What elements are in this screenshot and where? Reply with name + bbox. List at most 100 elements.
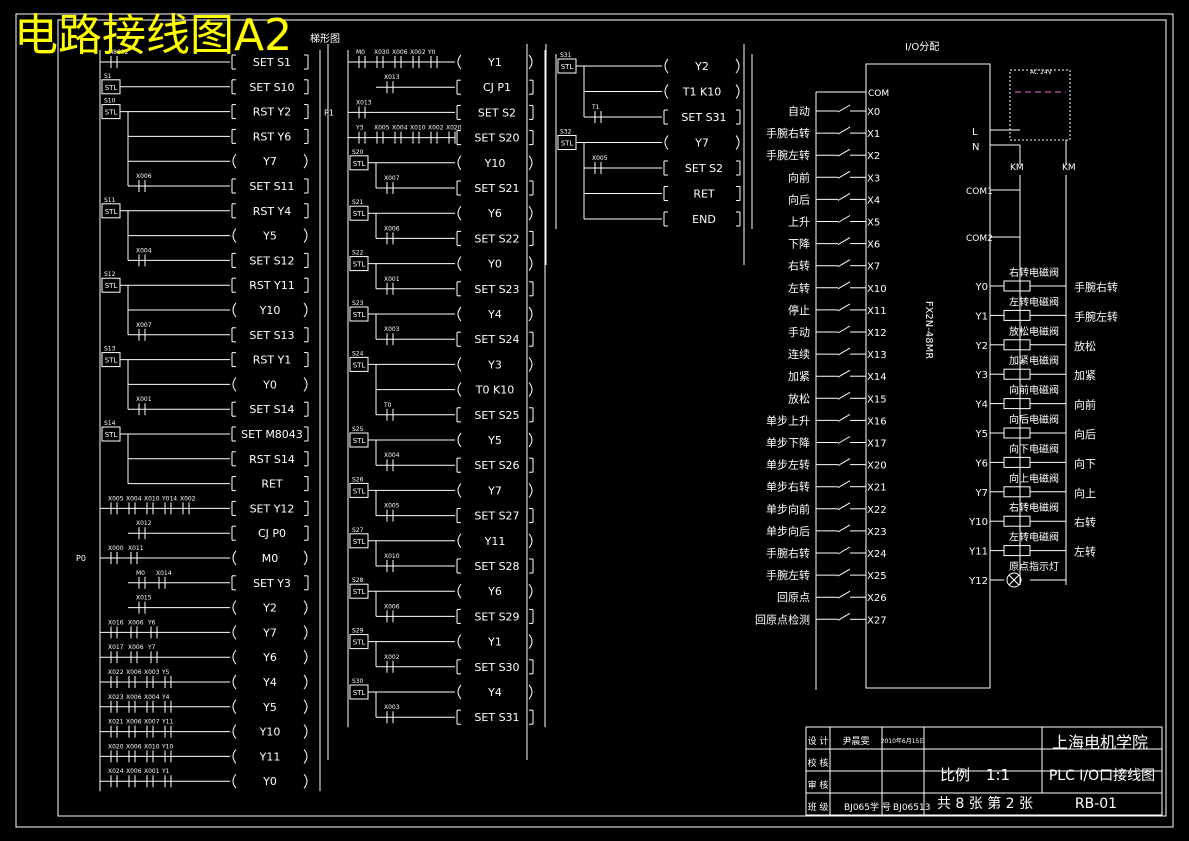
- contact-label: X001: [384, 276, 400, 283]
- tb-row-label: 设 计: [808, 735, 829, 747]
- input-label: 回原点: [777, 591, 810, 604]
- input-label: 手动: [788, 325, 810, 339]
- rung-13: Y0: [128, 377, 308, 392]
- instr-text: SET S10: [249, 81, 294, 94]
- switch-blade: [837, 215, 851, 223]
- instr-text: SET S22: [474, 232, 519, 245]
- rung-7: Y5: [128, 228, 308, 243]
- output-func: 放松: [1074, 339, 1096, 353]
- output-device: 右转电磁阀: [1009, 266, 1059, 279]
- contact-label: X003: [144, 669, 160, 676]
- instr-text: Y10: [259, 726, 281, 739]
- stl-name: S27: [352, 527, 364, 534]
- instr-text: Y7: [262, 626, 277, 639]
- instr-coil-r: [303, 724, 308, 739]
- contact-label: Y0: [427, 49, 436, 56]
- tb-school: 上海电机学院: [1052, 733, 1148, 752]
- stl-text: STL: [105, 208, 118, 216]
- instr-coil-l: [457, 634, 462, 649]
- contact-label: X005: [374, 125, 390, 132]
- instr-coil-r: [303, 600, 308, 615]
- contact-label: X004: [126, 495, 142, 502]
- instr-coil-l: [232, 228, 237, 243]
- stl-text: STL: [105, 84, 118, 92]
- contact-label: X013: [356, 99, 372, 106]
- instr-coil-r: [735, 58, 740, 74]
- instr-text: Y5: [262, 230, 277, 243]
- input-addr: X10: [867, 284, 887, 295]
- output-func: 加紧: [1074, 369, 1096, 382]
- contact-label: X002: [410, 49, 426, 56]
- switch-blade: [837, 347, 851, 356]
- instr-text: SET S29: [474, 610, 519, 623]
- switch-blade: [837, 502, 851, 511]
- contact-label: X022: [108, 669, 124, 676]
- stl-name: S14: [104, 420, 116, 427]
- stl-text: STL: [561, 140, 574, 148]
- instr-coil-r: [528, 54, 533, 70]
- stl-name: S31: [560, 52, 572, 59]
- stl-name: S28: [352, 577, 364, 584]
- stl-text: STL: [353, 361, 366, 369]
- output-addr: Y7: [975, 488, 988, 499]
- instr-coil-l: [457, 306, 462, 322]
- power-box: [1009, 69, 1071, 141]
- contact-label: X006: [136, 173, 152, 180]
- input-addr: X5: [867, 218, 880, 229]
- switch-blade: [837, 325, 851, 334]
- stl-text: STL: [353, 639, 366, 647]
- stl-name: S10: [104, 98, 116, 105]
- stl-text: STL: [353, 588, 366, 596]
- contact-label: Y10: [161, 743, 173, 750]
- contact-label: X006: [128, 619, 144, 626]
- stl-name: S24: [352, 350, 364, 357]
- lamp: [1006, 572, 1022, 588]
- input-addr: X4: [867, 195, 880, 206]
- stl-text: STL: [105, 109, 118, 117]
- switch-blade: [837, 524, 851, 533]
- output-addr: Y6: [975, 458, 988, 469]
- tb-row-label: 班 级: [808, 801, 829, 813]
- output-addr: Y0: [975, 282, 988, 293]
- instr-coil-r: [303, 302, 308, 318]
- instr-text: SET S28: [474, 560, 519, 573]
- contact-label: X020: [446, 125, 462, 132]
- instr-coil-r: [303, 749, 308, 764]
- output-device: 向后电磁阀: [1009, 413, 1059, 426]
- contact-label: X004: [136, 247, 152, 254]
- instr-text: M0: [262, 552, 279, 565]
- com1-label: COM1: [966, 187, 993, 197]
- contact-label: X006: [126, 669, 142, 676]
- instr-text: Y10: [259, 304, 281, 317]
- input-label: 回原点检测: [755, 612, 810, 626]
- contact-label: X006: [126, 719, 142, 726]
- instr-text: Y11: [484, 535, 506, 548]
- stl-name: S26: [352, 476, 364, 483]
- instr-coil-l: [232, 302, 237, 318]
- instr-text: T1 K10: [682, 86, 721, 99]
- instr-text: Y0: [262, 775, 277, 788]
- instr-coil-l: [232, 649, 237, 665]
- stl-name: S29: [352, 628, 364, 635]
- input-addr: X11: [867, 306, 887, 317]
